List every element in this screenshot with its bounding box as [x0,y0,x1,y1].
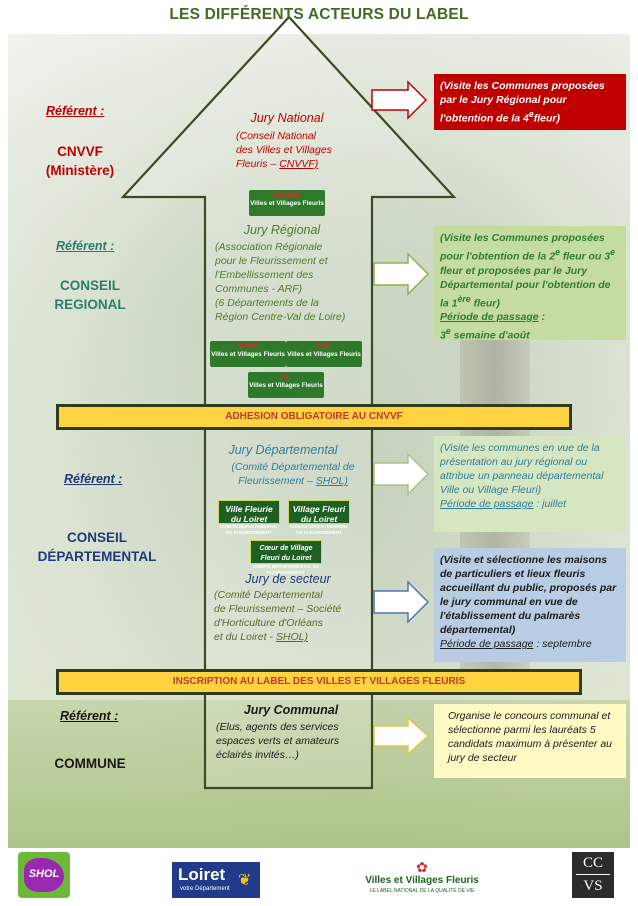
villes-villages-fleuris-footer-logo: ✿ Villes et Villages Fleuris LE LABEL NA… [360,860,484,898]
jury-departemental-title: Jury Départemental [228,443,338,457]
referent-name-cnvvf: CNVVF(Ministère) [45,144,115,178]
arrow-right-blue-icon [373,580,430,624]
referent-name-commune: COMMUNE [54,756,126,771]
jury-national-description: (Conseil National des Villes et Villages… [236,130,332,170]
shol-logo: SHOL [18,852,70,898]
referent-label-departemental: Référent : [64,472,123,486]
villes-villages-fleuris-logo: ✿Villes et Villages Fleuris [248,372,324,398]
referent-label-regional: Référent : [56,239,115,253]
arrow-right-red-icon [371,80,428,120]
flower-icon: ✿ [416,859,428,875]
villes-villages-fleuris-logo: ✿✿✿✿Villes et Villages Fleuris [249,190,325,216]
info-box-departemental: (Visite les communes en vue de la présen… [434,436,626,532]
villes-villages-fleuris-logo: ✿✿✿Villes et Villages Fleuris [210,341,286,367]
info-box-secteur: (Visite et sélectionne les maisons de pa… [434,548,626,662]
arrow-right-green-icon [373,252,430,296]
info-box-national: (Visite les Communes proposées par le Ju… [434,74,626,130]
jury-communal-title: Jury Communal [243,703,339,717]
referent-label-cnvvf: Référent : [46,104,105,118]
jury-regional-title: Jury Régional [243,223,321,237]
jury-secteur-description: (Comité Départemental de Fleurissement –… [214,589,342,643]
info-box-regional: (Visite les Communes proposées pour l'ob… [434,226,626,342]
referent-label-commune: Référent : [60,709,119,723]
inscription-band: INSCRIPTION AU LABEL DES VILLES ET VILLA… [56,669,582,695]
footer-logos [0,848,638,906]
wheat-icon: ❦ [238,872,252,889]
arrow-right-light-green-icon [373,452,430,496]
jury-regional-description: (Association Régionale pour le Fleurisse… [215,241,346,323]
villes-villages-fleuris-logo: ✿✿Villes et Villages Fleuris [286,341,362,367]
loiret-logo: Loiret votre Département ❦ [172,862,260,898]
page-title: LES DIFFÉRENTS ACTEURS DU LABEL [169,6,469,23]
info-box-communal: Organise le concours communal et sélecti… [434,704,626,778]
jury-departemental-description: (Comité Départemental de Fleurissement –… [231,461,355,487]
jury-secteur-title: Jury de secteur [245,572,331,586]
adhesion-band: ADHESION OBLIGATOIRE AU CNVVF [56,404,572,430]
ccvs-logo: CC VS [572,852,614,898]
jury-communal-description: (Elus, agents des services espaces verts… [216,721,340,761]
arrow-right-yellow-icon [373,716,430,756]
jury-national-title: Jury National [250,111,324,125]
